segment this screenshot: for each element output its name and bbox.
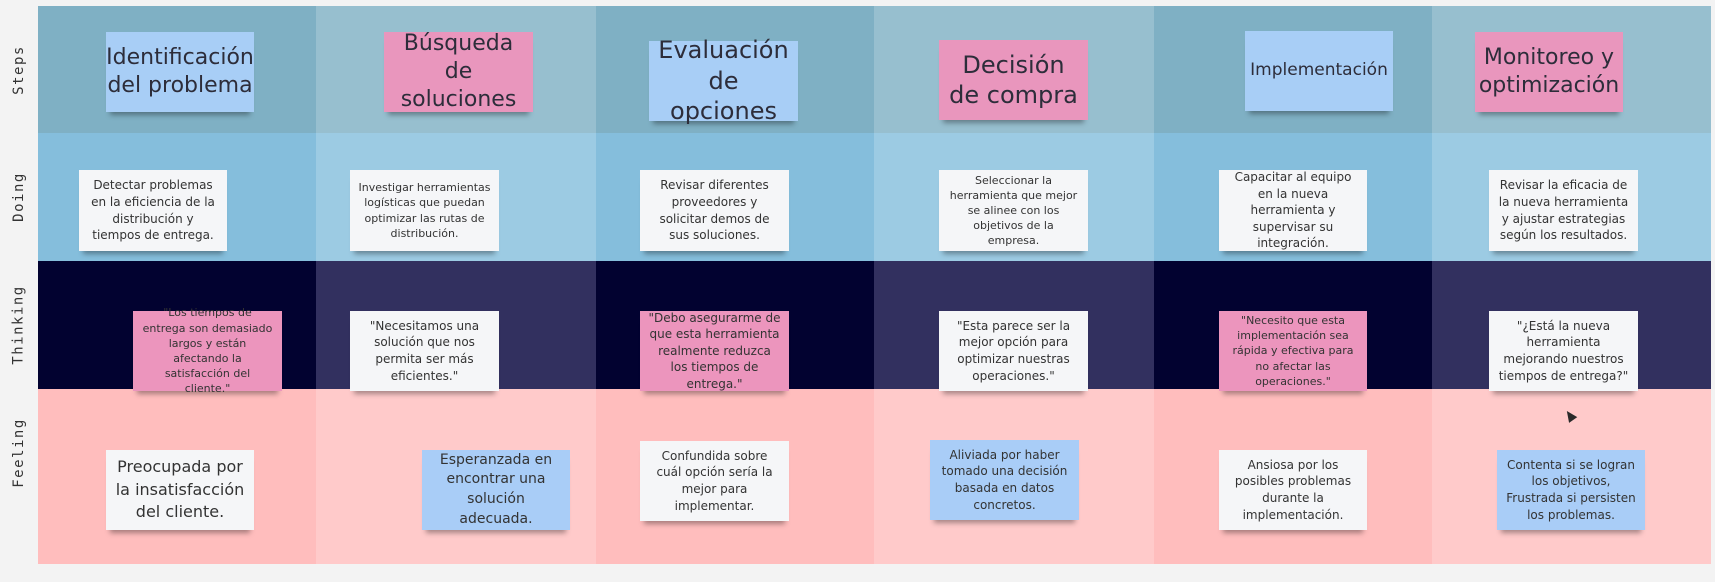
sticky-note-step-6[interactable]: Monitoreo y optimización — [1475, 32, 1623, 112]
sticky-note-thinking-5[interactable]: "Necesito que esta implementación sea rá… — [1219, 311, 1367, 391]
sticky-note-doing-1[interactable]: Detectar problemas en la eficiencia de l… — [79, 170, 227, 251]
sticky-note-step-5[interactable]: Implementación — [1245, 31, 1393, 111]
sticky-note-feeling-1[interactable]: Preocupada por la insatisfacción del cli… — [106, 450, 254, 530]
sticky-note-thinking-3[interactable]: "Debo asegurarme de que esta herramienta… — [640, 311, 789, 391]
sticky-note-step-4[interactable]: Decisión de compra — [939, 40, 1088, 120]
sticky-note-step-2[interactable]: Búsqueda de soluciones — [384, 31, 533, 112]
sticky-note-doing-6[interactable]: Revisar la eficacia de la nueva herramie… — [1489, 170, 1638, 251]
row-label-thinking: Thinking — [11, 285, 27, 365]
sticky-note-thinking-6[interactable]: "¿Está la nueva herramienta mejorando nu… — [1489, 311, 1638, 391]
sticky-note-thinking-1[interactable]: "Los tiempos de entrega son demasiado la… — [133, 306, 282, 395]
sticky-note-step-3[interactable]: Evaluación de opciones — [649, 36, 798, 125]
sticky-note-feeling-3[interactable]: Confundida sobre cuál opción sería la me… — [640, 441, 789, 521]
sticky-note-doing-4[interactable]: Seleccionar la herramienta que mejor se … — [939, 170, 1088, 251]
row-label-doing: Doing — [11, 172, 27, 222]
sticky-note-doing-3[interactable]: Revisar diferentes proveedores y solicit… — [640, 170, 789, 251]
sticky-note-doing-2[interactable]: Investigar herramientas logísticas que p… — [350, 170, 499, 251]
sticky-note-step-1[interactable]: Identificación del problema — [106, 32, 254, 112]
row-label-steps: Steps — [11, 44, 27, 95]
sticky-note-feeling-5[interactable]: Ansiosa por los posibles problemas duran… — [1219, 450, 1367, 530]
sticky-note-feeling-2[interactable]: Esperanzada en encontrar una solución ad… — [422, 450, 570, 530]
sticky-note-thinking-4[interactable]: "Esta parece ser la mejor opción para op… — [939, 311, 1088, 391]
sticky-note-doing-5[interactable]: Capacitar al equipo en la nueva herramie… — [1219, 170, 1367, 251]
row-label-feeling: Feeling — [11, 418, 28, 488]
sticky-note-feeling-6[interactable]: Contenta si se logran los objetivos, Fru… — [1497, 450, 1645, 530]
sticky-note-thinking-2[interactable]: "Necesitamos una solución que nos permit… — [350, 311, 499, 391]
sticky-note-feeling-4[interactable]: Aliviada por haber tomado una decisión b… — [930, 440, 1079, 520]
